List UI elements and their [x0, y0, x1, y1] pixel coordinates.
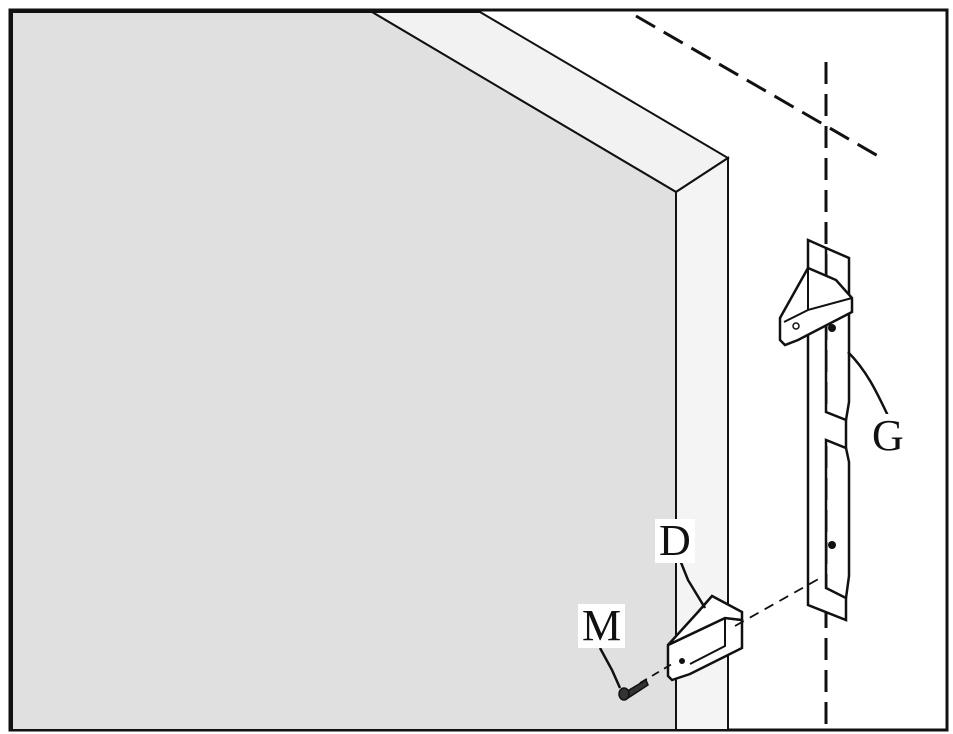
- cabinet-bracket: [666, 559, 744, 682]
- rail-screw-hole-top: [828, 324, 836, 332]
- bracket-screw-hole: [679, 658, 685, 664]
- rail-plate: [806, 238, 848, 622]
- callout-label-d: D: [655, 519, 695, 563]
- callout-label-m: M: [578, 604, 626, 648]
- rail-upper-hook-fold: [783, 268, 853, 323]
- bracket-top-fold: [667, 594, 744, 647]
- rail-pin: [792, 322, 800, 330]
- callout-label-g: G: [868, 414, 908, 458]
- screw: [598, 647, 649, 701]
- wall-dashed-line: [635, 14, 886, 162]
- leader-line-d: [678, 559, 707, 609]
- rail-screw-hole-bottom: [828, 541, 836, 549]
- bracket-crease: [689, 618, 726, 665]
- leader-line-m: [598, 647, 622, 689]
- wall-rail: [778, 238, 892, 622]
- screw-head: [618, 687, 630, 701]
- leader-line-g: [847, 351, 892, 421]
- rail-right-flange: [825, 246, 851, 599]
